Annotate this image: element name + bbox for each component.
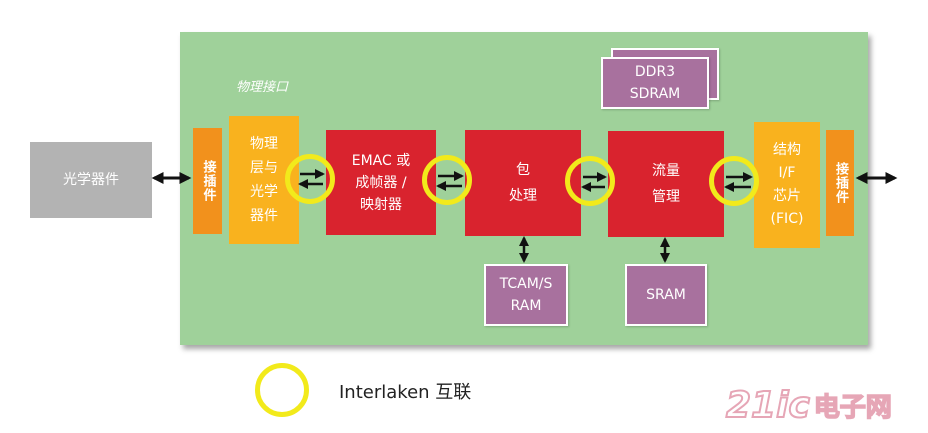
legend-label: Interlaken 互联 [339, 382, 472, 403]
tcam-sram-box: TCAM/S RAM [484, 264, 568, 326]
board-label: 物理接口 [236, 80, 289, 95]
sram-box: SRAM [625, 264, 707, 326]
interlaken-ring-phy-emac [285, 154, 335, 204]
traffic-management-box: 流量 管理 [608, 131, 724, 237]
interlaken-ring-traffic-fabric [709, 156, 759, 206]
emac-framer-box: EMAC 或 成帧器 / 映射器 [326, 130, 436, 235]
watermark-suffix: 电子网 [813, 392, 893, 424]
ddr3-sdram-box: DDR3 SDRAM [601, 57, 709, 109]
fabric-interface-chip-box: 结构 I/F 芯片 (FIC) [754, 122, 820, 248]
optical-device-box: 光学器件 [30, 142, 152, 218]
interlaken-ring-emac-packet [422, 155, 472, 205]
interlaken-ring-packet-traffic [565, 156, 615, 206]
left-connector-box: 接插件 [193, 128, 222, 234]
packet-processing-box: 包 处理 [465, 130, 581, 236]
legend-ring-icon [255, 363, 309, 417]
watermark-brand: 21ic [725, 384, 811, 427]
right-connector-box: 接插件 [826, 130, 854, 236]
watermark-logo: 21ic 电子网 [725, 382, 922, 428]
